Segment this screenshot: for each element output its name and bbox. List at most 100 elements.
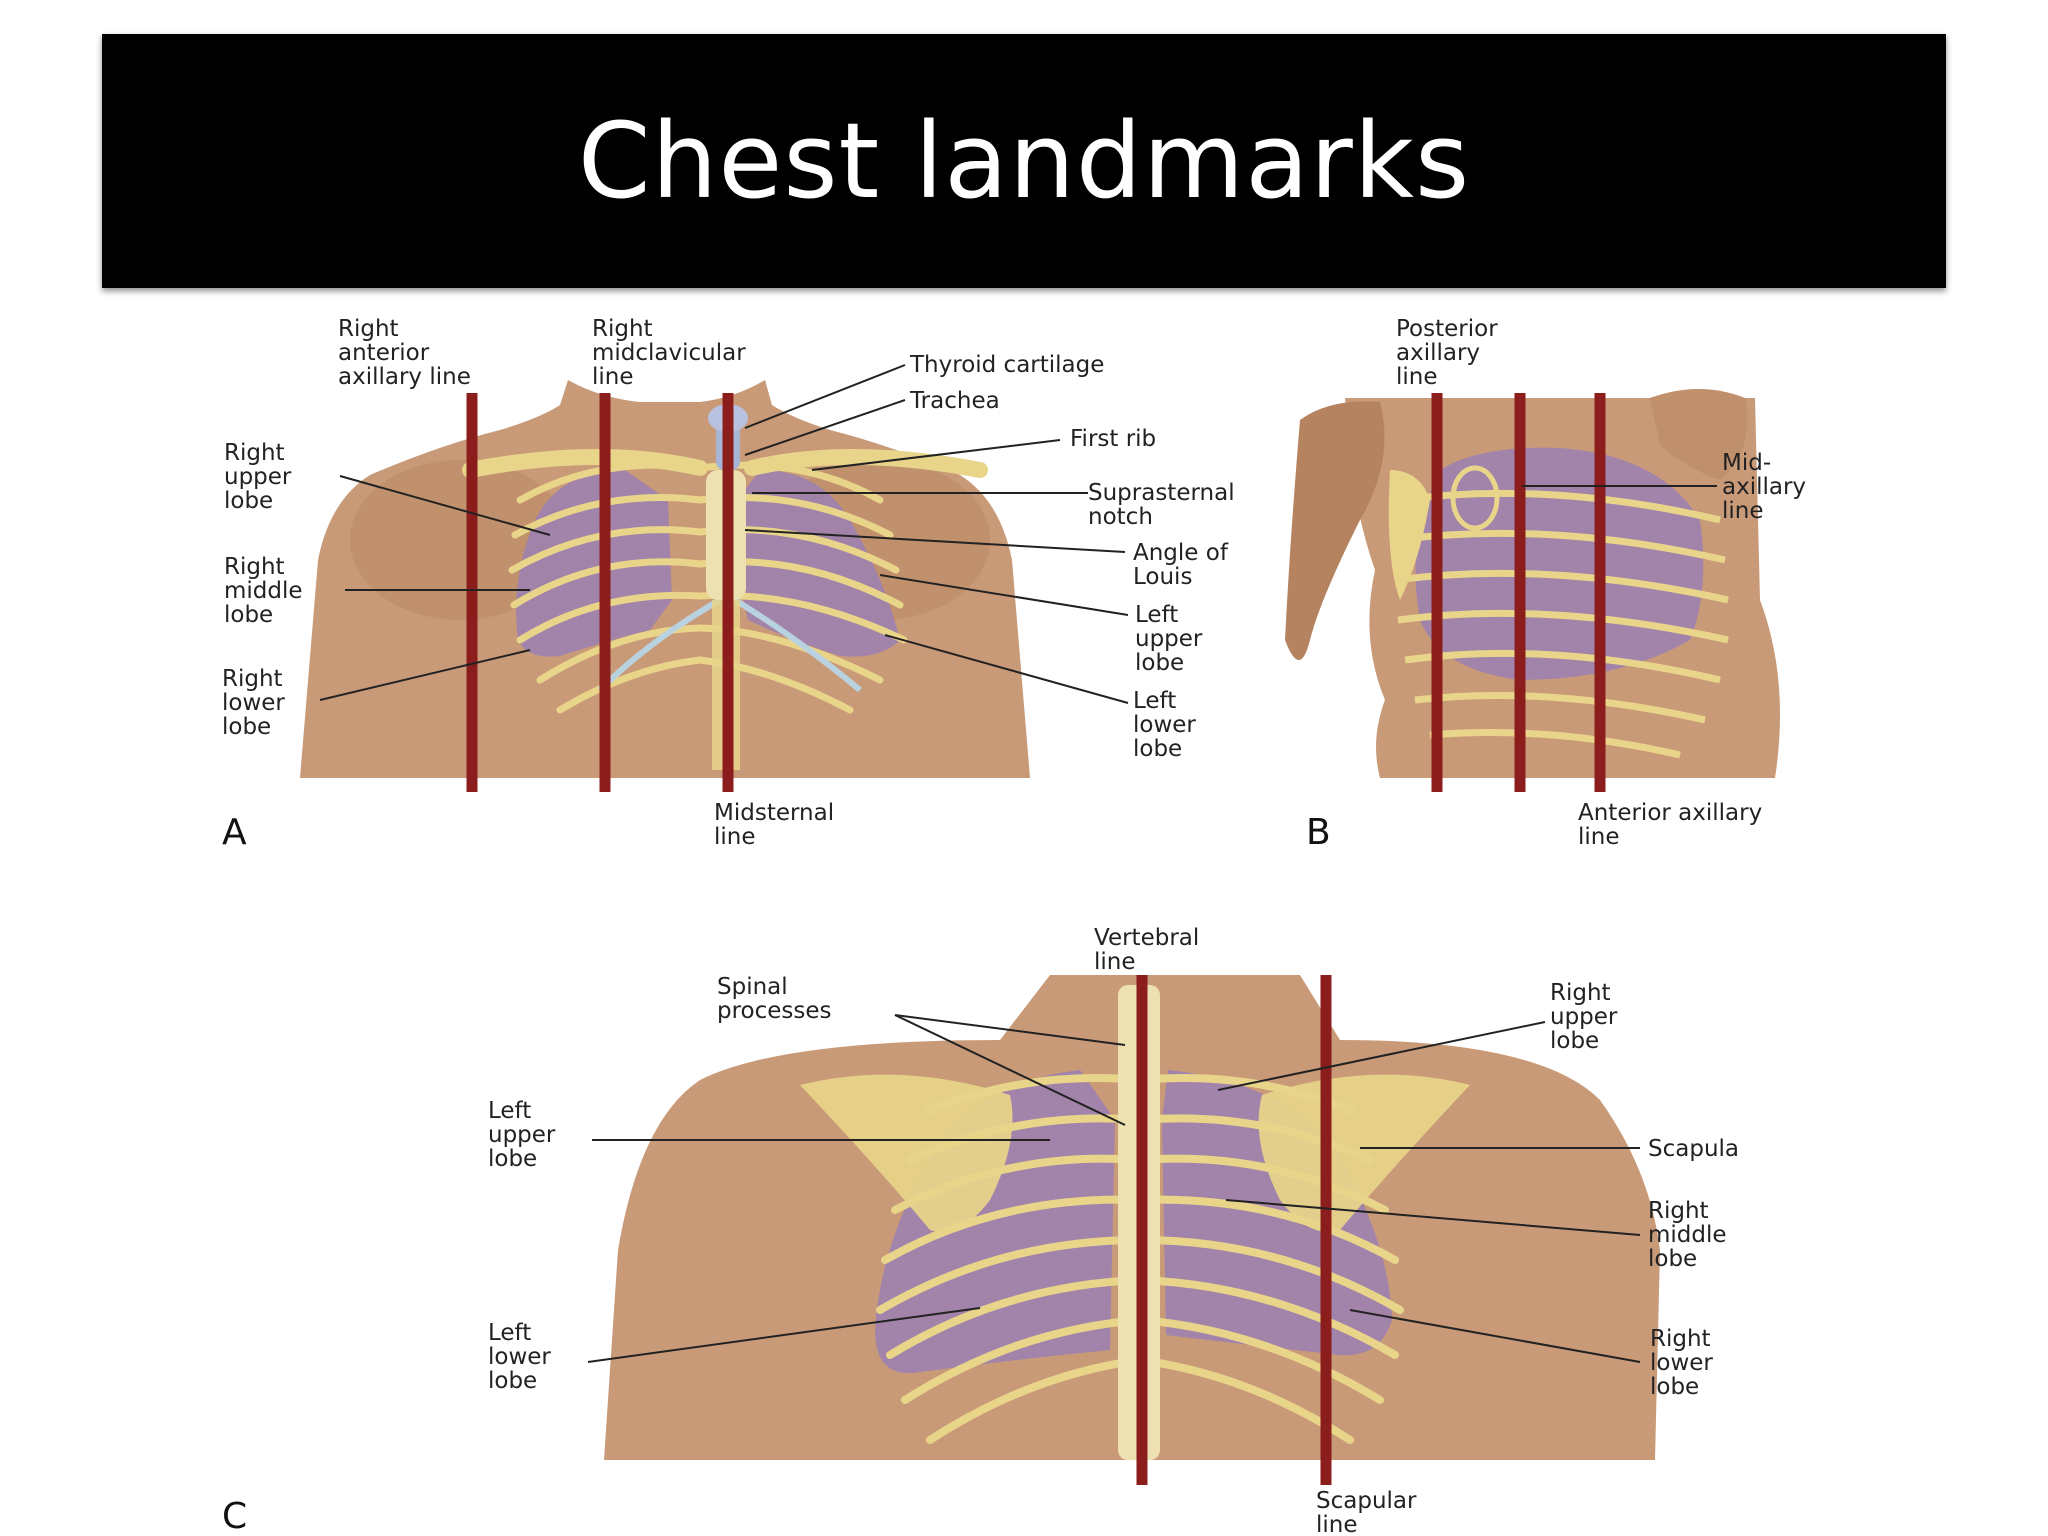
panel-a-leader-lines — [319, 364, 1129, 704]
label-scapula-line-1: Scapula — [1648, 1136, 1739, 1162]
label-posterior-axillary-line-line-2: axillary — [1396, 340, 1480, 366]
label-trachea-line-1: Trachea — [909, 388, 1000, 414]
scapulae — [800, 1074, 1470, 1232]
label-right-anterior-axillary-line-line-1: Right — [338, 316, 399, 342]
label-vertebral-line-line-1: Vertebral — [1094, 925, 1199, 951]
right-pectoral-shade — [350, 460, 570, 620]
label-mid-axillary-line-line-1: Mid- — [1722, 450, 1771, 476]
posterior-left-lung — [875, 1070, 1115, 1374]
label-a-right-upper-lobe-line-2: upper — [224, 464, 292, 490]
label-c-left-upper-lobe-line-3: lobe — [488, 1146, 537, 1172]
label-mid-axillary-line-line-3: line — [1722, 498, 1764, 524]
label-angle-of-louis-line-2: Louis — [1133, 564, 1192, 590]
label-c-right-lower-lobe-line-1: Right — [1650, 1326, 1711, 1352]
label-spinal-processes-line-1: Spinal — [717, 974, 788, 1000]
label-a-right-lower-lobe-line-2: lower — [222, 690, 285, 716]
label-thyroid-cartilage: Thyroid cartilage — [909, 352, 1104, 378]
label-suprasternal-notch-line-2: notch — [1088, 504, 1153, 530]
label-c-right-upper-lobe-line-3: lobe — [1550, 1028, 1599, 1054]
label-c-right-upper-lobe-line-1: Right — [1550, 980, 1611, 1006]
label-scapula: Scapula — [1648, 1136, 1739, 1162]
label-a-left-upper-lobe-line-3: lobe — [1135, 650, 1184, 676]
panel-b-illustration — [1285, 389, 1780, 778]
label-c-right-lower-lobe-line-2: lower — [1650, 1350, 1713, 1376]
label-a-right-lower-lobe-line-3: lobe — [222, 714, 271, 740]
label-a-left-lower-lobe-line-3: lobe — [1133, 736, 1182, 762]
label-c-right-upper-lobe-line-2: upper — [1550, 1004, 1618, 1030]
label-suprasternal-notch-line-1: Suprasternal — [1088, 480, 1235, 506]
label-c-right-middle-lobe-line-1: Right — [1648, 1198, 1709, 1224]
label-angle-of-louis-line-1: Angle of — [1133, 540, 1229, 566]
label-c-left-upper-lobe-line-1: Left — [488, 1098, 531, 1124]
label-scapular-line-line-1: Scapular — [1316, 1488, 1417, 1514]
right-scapula — [1258, 1074, 1470, 1232]
left-clavicle — [744, 449, 988, 478]
label-posterior-axillary-line-line-3: line — [1396, 364, 1438, 390]
right-clavicle — [462, 449, 708, 478]
panel-a-reference-lines — [466, 393, 734, 792]
label-a-right-upper-lobe-line-1: Right — [224, 440, 285, 466]
label-c-right-middle-lobe-line-3: lobe — [1648, 1246, 1697, 1272]
label-right-midclavicular-line-line-1: Right — [592, 316, 653, 342]
label-midsternal-line-line-2: line — [714, 824, 756, 850]
raised-arm — [1285, 401, 1385, 660]
panel-letter-b: B — [1306, 812, 1331, 853]
label-c-left-lower-lobe-line-3: lobe — [488, 1368, 537, 1394]
label-thyroid-cartilage-line-1: Thyroid cartilage — [909, 352, 1104, 378]
label-spinal-processes-line-2: processes — [717, 998, 832, 1024]
panel-c-reference-lines — [1136, 975, 1332, 1485]
label-a-right-upper-lobe-line-3: lobe — [224, 488, 273, 514]
left-scapula — [800, 1074, 1013, 1232]
label-a-right-middle-lobe-line-2: middle — [224, 578, 303, 604]
label-c-left-lower-lobe-line-1: Left — [488, 1320, 531, 1346]
posterior-ribs — [876, 1074, 1404, 1444]
label-anterior-axillary-line-line-2: line — [1578, 824, 1620, 850]
panel-b-reference-lines — [1431, 393, 1606, 792]
label-c-left-lower-lobe-line-2: lower — [488, 1344, 551, 1370]
panel-c-leader-lines — [587, 1014, 1641, 1363]
panel-letter-c: C — [222, 1496, 247, 1536]
label-a-right-middle-lobe-line-1: Right — [224, 554, 285, 580]
label-a-right-middle-lobe-line-3: lobe — [224, 602, 273, 628]
panel-c-illustration — [604, 975, 1660, 1460]
lateral-heart-outline — [1450, 465, 1500, 531]
label-right-midclavicular-line-line-2: midclavicular — [592, 340, 746, 366]
label-a-left-upper-lobe-line-2: upper — [1135, 626, 1203, 652]
label-c-right-lower-lobe-line-3: lobe — [1650, 1374, 1699, 1400]
label-a-left-upper-lobe-line-1: Left — [1135, 602, 1178, 628]
label-c-right-middle-lobe-line-2: middle — [1648, 1222, 1727, 1248]
label-scapular-line-line-2: line — [1316, 1512, 1358, 1536]
label-a-left-lower-lobe-line-2: lower — [1133, 712, 1196, 738]
label-right-midclavicular-line-line-3: line — [592, 364, 634, 390]
slide-title-bar: Chest landmarks — [102, 34, 1946, 288]
costal-cartilage — [597, 597, 862, 693]
label-posterior-axillary-line-line-1: Posterior — [1396, 316, 1498, 342]
label-anterior-axillary-line-line-1: Anterior axillary — [1578, 800, 1762, 826]
label-right-anterior-axillary-line-line-2: anterior — [338, 340, 430, 366]
label-right-anterior-axillary-line-line-3: axillary line — [338, 364, 471, 390]
label-vertebral-line-line-2: line — [1094, 949, 1136, 975]
label-a-right-lower-lobe-line-1: Right — [222, 666, 283, 692]
